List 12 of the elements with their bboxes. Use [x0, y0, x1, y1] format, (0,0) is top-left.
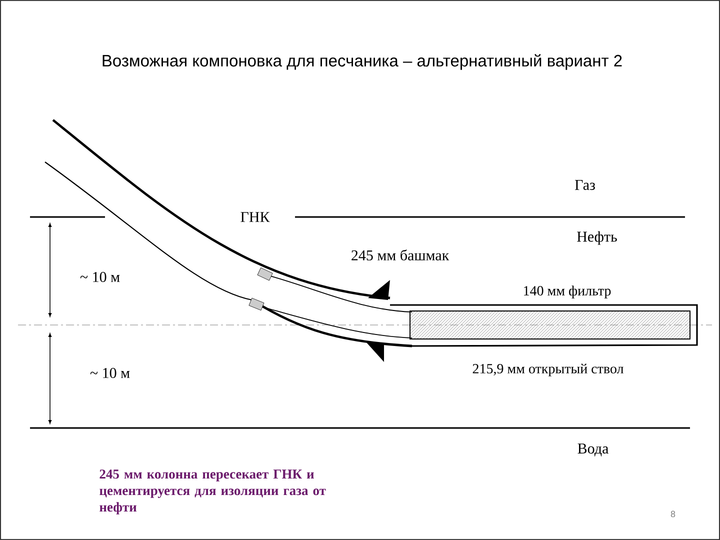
label: 140 мм фильтр: [524, 286, 611, 298]
label: ~ 10 м: [80, 272, 120, 282]
label: 245 мм башмак: [352, 250, 450, 260]
label: ГНК: [240, 212, 270, 222]
label: 215,9 мм открытый ствол: [472, 364, 624, 376]
label: Нефть: [577, 231, 617, 245]
note-text: 245 мм колонна пересекает ГНК и цементируется для изоляции газа от нефти: [100, 470, 326, 514]
page-number: 8: [670, 510, 676, 518]
label: ~ 10 м: [90, 368, 130, 378]
label: Газ: [575, 180, 595, 190]
label: Вода: [578, 444, 608, 456]
title: Возможная компоновка для песчаника – альтернативный вариант 2: [102, 54, 622, 70]
